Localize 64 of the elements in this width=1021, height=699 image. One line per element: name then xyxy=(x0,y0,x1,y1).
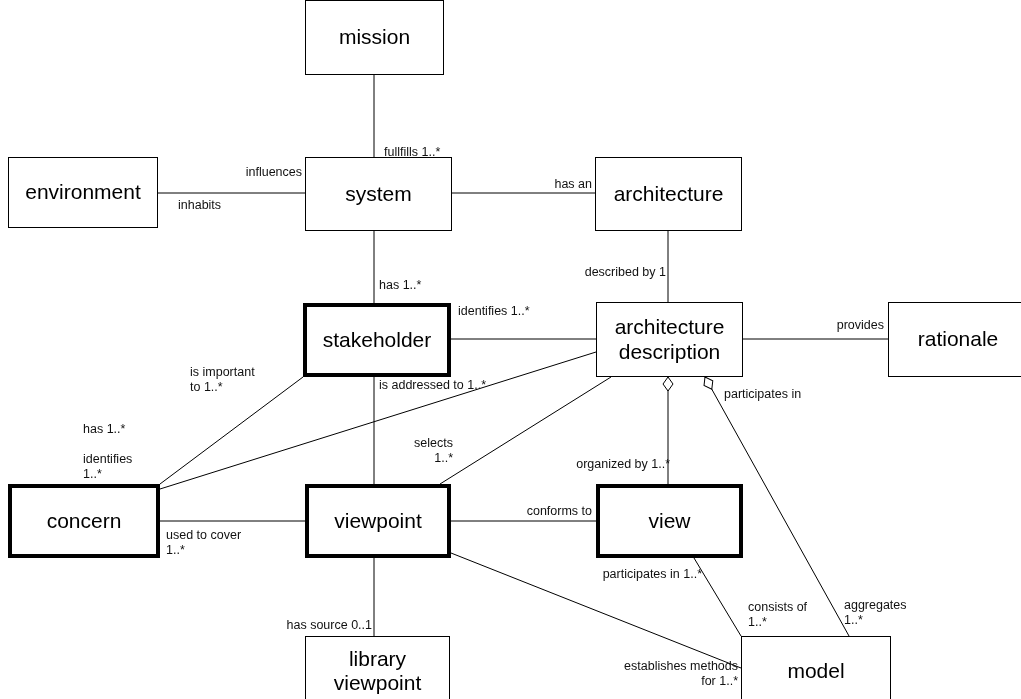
association-line xyxy=(450,520,597,522)
association-line xyxy=(373,376,375,485)
class-box xyxy=(305,0,444,75)
aggregation-line xyxy=(703,376,850,637)
class-name: stakeholder xyxy=(322,327,432,353)
class-name: architecture xyxy=(613,181,724,207)
edge-label: conforms to xyxy=(526,504,592,518)
class-name: library viewpoint xyxy=(332,646,423,696)
class-box xyxy=(596,302,743,377)
association-line xyxy=(159,520,306,522)
edge-label: identifies 1..* xyxy=(83,452,133,481)
class-name: model xyxy=(787,658,845,684)
class-box xyxy=(595,157,742,231)
class-name: concern xyxy=(46,508,122,534)
association-line xyxy=(159,351,597,490)
class-box xyxy=(305,157,452,231)
class-box xyxy=(8,157,158,228)
edge-label: participates in xyxy=(724,387,802,401)
class-name: system xyxy=(345,181,412,207)
role-label: has 1..* xyxy=(83,422,126,436)
class-box xyxy=(303,303,451,377)
association-line xyxy=(373,74,375,158)
edge-label: used to cover 1..* xyxy=(166,528,242,557)
class-box xyxy=(305,636,450,699)
association-line xyxy=(450,338,597,340)
edge-label: organized by 1..* xyxy=(576,457,670,471)
role-label: consists of 1..* xyxy=(748,600,808,629)
edge-label: has an xyxy=(554,177,592,191)
edge-label: identifies 1..* xyxy=(458,304,530,318)
edge-label: described by 1 xyxy=(584,265,666,279)
association-line xyxy=(373,557,375,637)
class-box xyxy=(305,484,451,558)
class-box xyxy=(596,484,743,558)
association-line xyxy=(667,230,669,303)
class-name: view xyxy=(648,508,691,534)
association-line xyxy=(157,192,306,194)
class-name: environment xyxy=(25,180,141,205)
edge-label: has source 0..1 xyxy=(286,618,372,632)
association-line xyxy=(450,552,742,669)
association-line xyxy=(439,376,612,485)
association-line xyxy=(373,230,375,304)
class-name: architecture description xyxy=(613,315,726,364)
association-line xyxy=(159,376,304,485)
edge-label: fullfills 1..* xyxy=(384,145,441,159)
role-label: aggregates 1..* xyxy=(844,598,907,627)
role-label: inhabits xyxy=(178,198,222,212)
edge-label: is addressed to 1..* xyxy=(379,378,486,392)
class-name: mission xyxy=(338,25,411,50)
aggregation-line xyxy=(662,376,674,485)
class-name: viewpoint xyxy=(334,508,422,534)
association-line xyxy=(742,338,889,340)
class-box xyxy=(8,484,160,558)
class-box xyxy=(888,302,1021,377)
edge-label: influences xyxy=(245,165,302,179)
edge-label: selects 1..* xyxy=(414,436,453,465)
association-line xyxy=(451,192,596,194)
edge-label: establishes methods for 1..* xyxy=(624,659,738,688)
edge-label: participates in 1..* xyxy=(602,567,702,581)
class-box xyxy=(741,636,891,699)
association-line xyxy=(693,557,742,637)
edge-label: has 1..* xyxy=(379,278,422,292)
edge-label: provides xyxy=(836,318,884,332)
class-name: rationale xyxy=(917,327,999,352)
edge-label: is important to 1..* xyxy=(190,365,255,394)
